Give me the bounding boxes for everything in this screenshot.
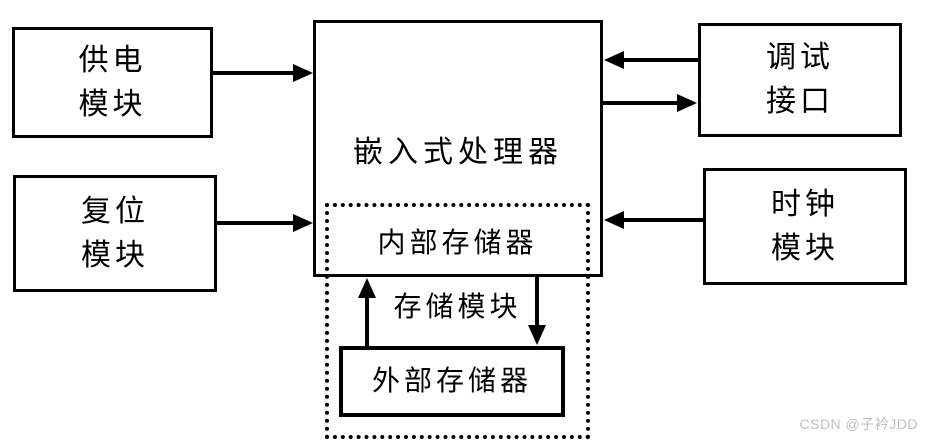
arrow-power-to-processor [213,64,313,82]
clock-module-box: 时钟 模块 [703,168,907,285]
external-memory-box: 外部存储器 [339,346,565,417]
clock-module-label-line2: 模块 [771,231,839,265]
power-module-label-line2: 模块 [78,87,147,121]
reset-module-label-line2: 模块 [81,238,149,272]
debug-interface-label-line2: 接口 [766,85,834,118]
arrow-reset-to-processor [217,214,313,232]
reset-module-box: 复位 模块 [13,175,217,292]
csdn-watermark: CSDN @子衿JDD [799,416,918,432]
arrow-clock-to-processor [604,211,703,229]
clock-module-label-line1: 时钟 [771,187,839,221]
arrow-debug-to-processor [604,51,698,69]
embedded-processor-label: 嵌入式处理器 [353,136,563,169]
external-memory-label: 外部存储器 [371,365,532,397]
debug-interface-label-line1: 调试 [766,41,834,74]
internal-memory-label: 内部存储器 [377,228,538,259]
debug-interface-box: 调试 接口 [698,23,902,137]
arrow-processor-to-debug [603,94,697,112]
embedded-processor-box: 嵌入式处理器 [313,20,603,277]
power-module-box: 供电 模块 [12,27,213,138]
storage-module-label: 存储模块 [393,292,522,323]
power-module-label-line1: 供电 [78,43,147,77]
storage-module-dotted-box: 内部存储器 存储模块 [325,203,590,439]
reset-module-label-line1: 复位 [81,194,149,228]
